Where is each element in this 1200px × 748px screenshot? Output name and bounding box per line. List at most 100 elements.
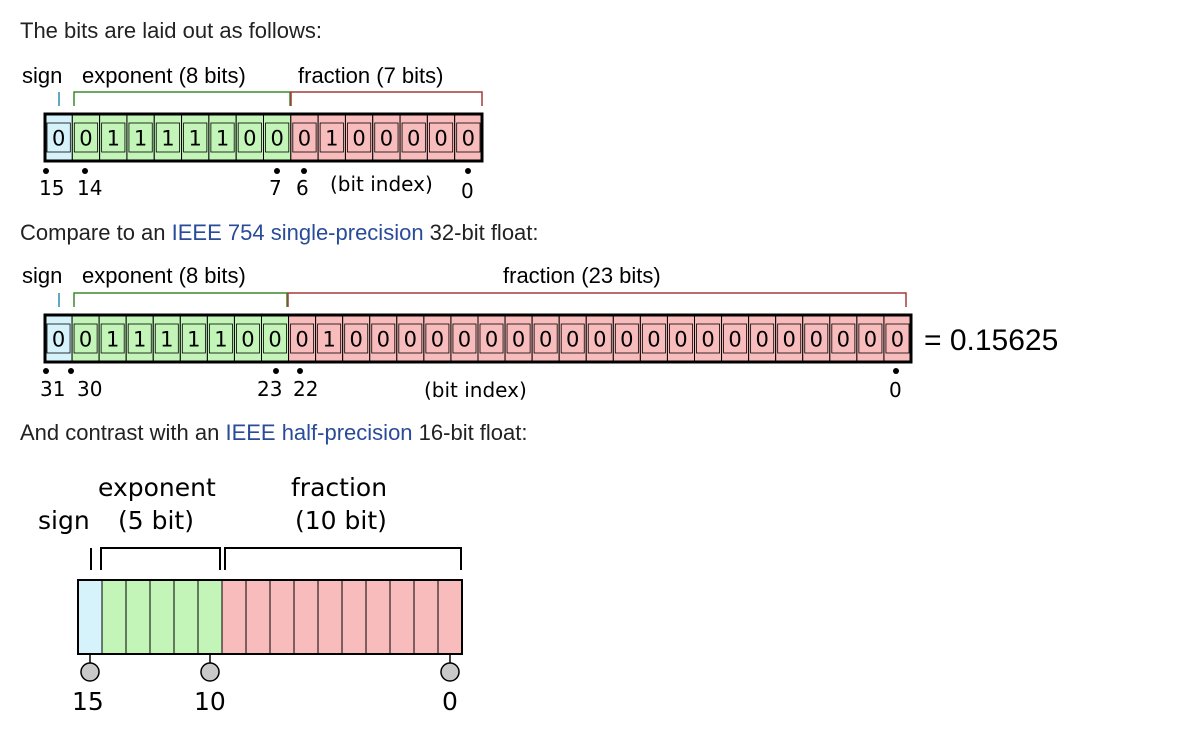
bfloat16-fraction-bit: 1: [325, 127, 338, 151]
ieee754-single-link[interactable]: IEEE 754 single-precision: [171, 220, 424, 245]
float32-fraction-cell: [423, 314, 452, 363]
float32-fraction-cell-frame: [506, 323, 531, 354]
float32-fraction-bit: 0: [485, 328, 498, 352]
float32-fraction-bit: 0: [783, 328, 796, 352]
float32-fraction-cell: [694, 314, 723, 363]
float32-fraction-cell-frame: [696, 323, 720, 354]
half-index-markers: [80, 654, 460, 682]
half-exponent-label: exponent: [98, 473, 216, 502]
half-exponent-cell: [101, 579, 127, 655]
bfloat16-fraction-cell-frame: [401, 122, 426, 153]
float32-fraction-cell-frame: [641, 323, 666, 354]
bfloat16-fraction-cell-frame: [428, 122, 454, 153]
f32-index-23: 23: [257, 377, 282, 401]
float32-fraction-cell: [477, 314, 506, 363]
float32-exponent-cell-frame: [154, 323, 179, 354]
f32-index-dot: [893, 368, 899, 374]
bfloat16-fraction-bit: 0: [298, 127, 311, 151]
bf16-index-note: (bit index): [330, 172, 433, 196]
bfloat16-fraction-cell: [399, 113, 428, 162]
half-sign-cell: [77, 579, 103, 655]
float32-fraction-cell-frame: [614, 323, 639, 354]
float32-exponent-cell-frame: [73, 323, 98, 354]
float32-fraction-cell-frame: [398, 323, 423, 354]
bfloat16-exponent-cell: [99, 113, 128, 162]
half-fraction-cell: [437, 579, 463, 655]
float32-fraction-bit: 0: [620, 328, 633, 352]
bfloat16-exponent-cell-frame: [155, 122, 180, 153]
bfloat16-fraction-cell: [317, 113, 346, 162]
float32-exponent-bit: 1: [214, 328, 227, 352]
float32-sign-cell-frame: [46, 323, 71, 354]
half-sign-label: sign: [38, 506, 90, 535]
bfloat16-fraction-cell-frame: [319, 122, 344, 153]
half-fraction-bracket: [224, 547, 462, 570]
float32-fraction-cell-frame: [452, 323, 477, 354]
float32-fraction-bit: 1: [322, 328, 335, 352]
bfloat16-fraction-bit: 0: [380, 127, 393, 151]
bf16-index-dots: [43, 168, 471, 174]
bfloat16-exponent-cell-frame: [210, 122, 235, 153]
half-fraction-cell: [317, 579, 343, 655]
half-index-15: 15: [72, 687, 104, 716]
half-exponent-cell: [125, 579, 151, 655]
compare-text: Compare to an IEEE 754 single-precision …: [20, 220, 539, 245]
float32-fraction-cell-frame: [479, 323, 504, 354]
half-marker-10: [200, 662, 220, 682]
float32-fraction-cell: [396, 314, 425, 363]
f32-fraction-bracket: [287, 292, 907, 307]
bfloat16-exponent-bit: 1: [189, 127, 202, 151]
half-exponent-size: (5 bit): [118, 506, 194, 535]
bf16-index-dot: [82, 168, 88, 174]
bf16-fraction-bracket: [290, 91, 483, 106]
bfloat16-fraction-bit: 0: [407, 127, 420, 151]
float32-fraction-bit: 0: [647, 328, 660, 352]
bfloat16-fraction-cell-frame: [374, 122, 399, 153]
bfloat16-fraction-cell-frame: [456, 122, 481, 153]
half-index-0: 0: [442, 687, 458, 716]
float32-fraction-cell: [856, 314, 885, 363]
float32-fraction-cell-frame: [425, 323, 450, 354]
half-fraction-size: (10 bit): [295, 506, 387, 535]
float32-fraction-cell-frame: [371, 323, 396, 354]
bfloat16-exponent-bit: 1: [216, 127, 229, 151]
bfloat16-fraction-cell-frame: [292, 122, 317, 153]
bfloat16-fraction-cell: [426, 113, 456, 162]
bf16-index-dot: [43, 168, 49, 174]
float32-fraction-bit: 0: [674, 328, 687, 352]
float32-fraction-cell-frame: [858, 323, 883, 354]
float32-fraction-cell: [829, 314, 858, 363]
bfloat16-diagram: sign exponent (8 bits) fraction (7 bits)…: [22, 63, 484, 203]
bfloat16-exponent-cell: [71, 113, 101, 162]
bfloat16-exponent-bit: 0: [79, 127, 92, 151]
float32-fraction-bit: 0: [404, 328, 417, 352]
float32-fraction-bit: 0: [728, 328, 741, 352]
half-exponent-bracket: [100, 547, 221, 570]
bfloat16-exponent-cell: [126, 113, 155, 162]
float32-fraction-bit: 0: [755, 328, 768, 352]
float32-fraction-bit: 0: [837, 328, 850, 352]
f32-index-dot: [273, 368, 279, 374]
f32-index-30: 30: [77, 377, 102, 401]
bf16-index-15: 15: [39, 176, 64, 200]
float32-exponent-bit: 1: [160, 328, 173, 352]
bf16-sign-label: sign: [22, 63, 62, 88]
f32-index-dot: [68, 368, 74, 374]
half-fraction-cell: [221, 579, 247, 655]
half-marker-15: [80, 662, 100, 682]
f32-value: = 0.15625: [924, 324, 1058, 357]
float32-fraction-cell: [666, 314, 695, 363]
ieee-half-link[interactable]: IEEE half-precision: [225, 420, 413, 445]
half-precision-diagram: exponent (5 bit) sign fraction (10 bit) …: [38, 473, 463, 716]
float32-fraction-bit: 0: [295, 328, 308, 352]
float32-exponent-cell-frame: [100, 323, 125, 354]
float32-fraction-bit: 0: [431, 328, 444, 352]
float32-fraction-cell-frame: [669, 323, 693, 354]
float32-exponent-cell: [179, 314, 208, 363]
float32-exponent-cell-frame: [127, 323, 152, 354]
bfloat16-exponent-cell-frame: [265, 122, 290, 153]
bfloat16-fraction-bit: 0: [352, 127, 365, 151]
half-exponent-cell: [197, 579, 223, 655]
float32-fraction-cell-frame: [533, 323, 558, 354]
